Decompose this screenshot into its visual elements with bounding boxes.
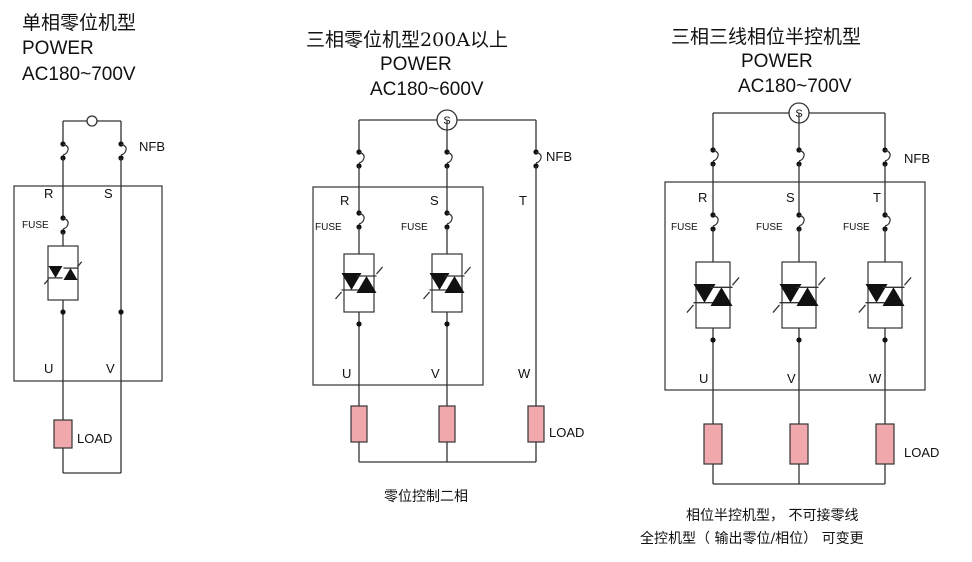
diagram3-load-label: LOAD xyxy=(904,445,940,460)
diagram3-scr-1-scr-up-icon xyxy=(796,287,819,306)
diagram2-fuse-label-2: FUSE xyxy=(401,222,428,233)
diagram2-scr-0-scr-up-gate xyxy=(376,266,383,275)
diagram2-load-resistor-2 xyxy=(527,405,545,443)
diagram3-fuse-label-3: FUSE xyxy=(843,222,870,233)
diagram1-voltage: AC180~700V xyxy=(22,64,136,85)
diagram3-dot-out-0 xyxy=(710,337,716,343)
diagram2-power: POWER xyxy=(380,54,452,75)
diagram1-scr-scr-down-gate xyxy=(43,278,49,285)
diagram1-scr-scr-up-gate xyxy=(77,261,83,268)
diagram2-phase-w: W xyxy=(518,366,531,381)
diagram2-dot-out-1 xyxy=(444,321,450,327)
diagram3-scr-1-scr-down-gate xyxy=(772,304,780,314)
diagram1-phase-v: V xyxy=(106,361,115,376)
diagram3-load-resistor-2 xyxy=(875,423,895,465)
diagram2-phase-t: T xyxy=(519,193,527,208)
diagram3-voltage: AC180~700V xyxy=(738,76,852,97)
diagram1-fuse-label: FUSE xyxy=(22,220,49,231)
diagram3-fuse-2-arc-icon xyxy=(884,214,891,227)
diagram3-scr-0-scr-up-icon xyxy=(710,287,733,306)
diagram3-controller-box xyxy=(664,181,926,391)
diagram3-scr-1-scr-down-icon xyxy=(779,284,802,303)
diagram1-dot-r-out xyxy=(60,309,66,315)
diagram1-power: POWER xyxy=(22,38,94,59)
diagram3-nfb-label: NFB xyxy=(904,151,930,166)
diagram2-scr-0-scr-up-icon xyxy=(356,276,377,293)
diagram1-fuse-arc-icon xyxy=(62,217,69,230)
diagram2-scr-0-scr-down-icon xyxy=(341,273,362,290)
diagram3-scr-2-scr-down-icon xyxy=(865,284,888,303)
diagram3-dot-out-2 xyxy=(882,337,888,343)
diagram3-phase-s: S xyxy=(786,190,795,205)
diagram1-scr-scr-down-icon xyxy=(48,266,63,278)
diagram1-phase-u: U xyxy=(44,361,54,376)
diagram3-scr-2-scr-down-gate xyxy=(858,304,866,314)
diagram3-caption-line1: 相位半控机型， 不可接零线 xyxy=(686,508,859,524)
diagram2-nfb-0-arc-icon xyxy=(358,151,365,164)
diagram1-switch-icon xyxy=(86,115,98,127)
diagram3-nfb-0-arc-icon xyxy=(712,149,719,162)
diagram1-dot-s-out xyxy=(118,309,124,315)
diagram3-nfb-2-arc-icon xyxy=(884,149,891,162)
diagram1-nfb-s-arc-icon xyxy=(120,143,127,156)
diagram2-scr-0-scr-down-gate xyxy=(335,291,342,300)
diagram3-fuse-label-1: FUSE xyxy=(671,222,698,233)
diagram2-phase-v: V xyxy=(431,366,440,381)
diagram3-title: 三相三线相位半控机型 xyxy=(671,26,862,48)
diagram1-load-resistor xyxy=(53,419,73,449)
diagram2-nfb-2-arc-icon xyxy=(535,151,542,164)
diagram2-fuse-1-arc-icon xyxy=(446,212,453,225)
diagram3-phase-t: T xyxy=(873,190,881,205)
diagram1-nfb-r-arc-icon xyxy=(62,143,69,156)
diagram2-fuse-0-arc-icon xyxy=(358,212,365,225)
diagram2-phase-u: U xyxy=(342,366,352,381)
diagram3-scr-2-scr-up-gate xyxy=(904,276,912,286)
diagram2-nfb-label: NFB xyxy=(546,149,572,164)
diagram3-fuse-1-arc-icon xyxy=(798,214,805,227)
diagram3-load-resistor-0 xyxy=(703,423,723,465)
diagram2-voltage: AC180~600V xyxy=(370,79,484,100)
diagram2-load-resistor-1 xyxy=(438,405,456,443)
diagram3-phase-w: W xyxy=(869,371,882,386)
diagram2-scr-1-scr-up-gate xyxy=(464,266,471,275)
diagram2-scr-1-scr-down-gate xyxy=(423,291,430,300)
diagram1-scr-frame xyxy=(47,245,79,301)
diagram3-scr-0-scr-down-gate xyxy=(686,304,694,314)
diagram2-load-resistor-0 xyxy=(350,405,368,443)
diagram2-load-label: LOAD xyxy=(549,425,585,440)
diagram3-fuse-0-arc-icon xyxy=(712,214,719,227)
diagram1-nfb-label: NFB xyxy=(139,139,165,154)
diagram3-phase-v: V xyxy=(787,371,796,386)
diagram2-phase-s: S xyxy=(430,193,439,208)
diagram3-nfb-1-arc-icon xyxy=(798,149,805,162)
diagram2-fuse-label-1: FUSE xyxy=(315,222,342,233)
diagram1-load-label: LOAD xyxy=(77,431,113,446)
diagram3-fuse-label-2: FUSE xyxy=(756,222,783,233)
diagram2-scr-1-scr-up-icon xyxy=(444,276,465,293)
diagram2-title: 三相零位机型200A以上 xyxy=(306,29,508,51)
diagram3-power: POWER xyxy=(741,51,813,72)
diagram3-scr-0-scr-down-icon xyxy=(693,284,716,303)
diagram3-dot-out-1 xyxy=(796,337,802,343)
diagram2-dot-out-0 xyxy=(356,321,362,327)
diagram1-phase-s: S xyxy=(104,186,113,201)
diagram1-title: 单相零位机型 xyxy=(22,12,137,34)
diagram2-controller-box xyxy=(312,186,484,386)
diagram3-phase-r: R xyxy=(698,190,708,205)
diagram2-scr-1-scr-down-icon xyxy=(429,273,450,290)
diagram2-caption: 零位控制二相 xyxy=(384,489,468,505)
diagram3-scr-0-scr-up-gate xyxy=(732,276,740,286)
diagram3-phase-u: U xyxy=(699,371,709,386)
diagram1-phase-r: R xyxy=(44,186,54,201)
diagram2-phase-r: R xyxy=(340,193,350,208)
diagram3-caption-line2: 全控机型（ 输出零位/相位） 可变更 xyxy=(640,531,864,547)
diagram3-scr-1-scr-up-gate xyxy=(818,276,826,286)
diagram3-load-resistor-1 xyxy=(789,423,809,465)
diagram1-controller-box xyxy=(13,185,163,382)
diagram1-scr-scr-up-icon xyxy=(63,268,78,280)
diagram3-scr-2-scr-up-icon xyxy=(882,287,905,306)
diagram2-nfb-1-arc-icon xyxy=(446,151,453,164)
